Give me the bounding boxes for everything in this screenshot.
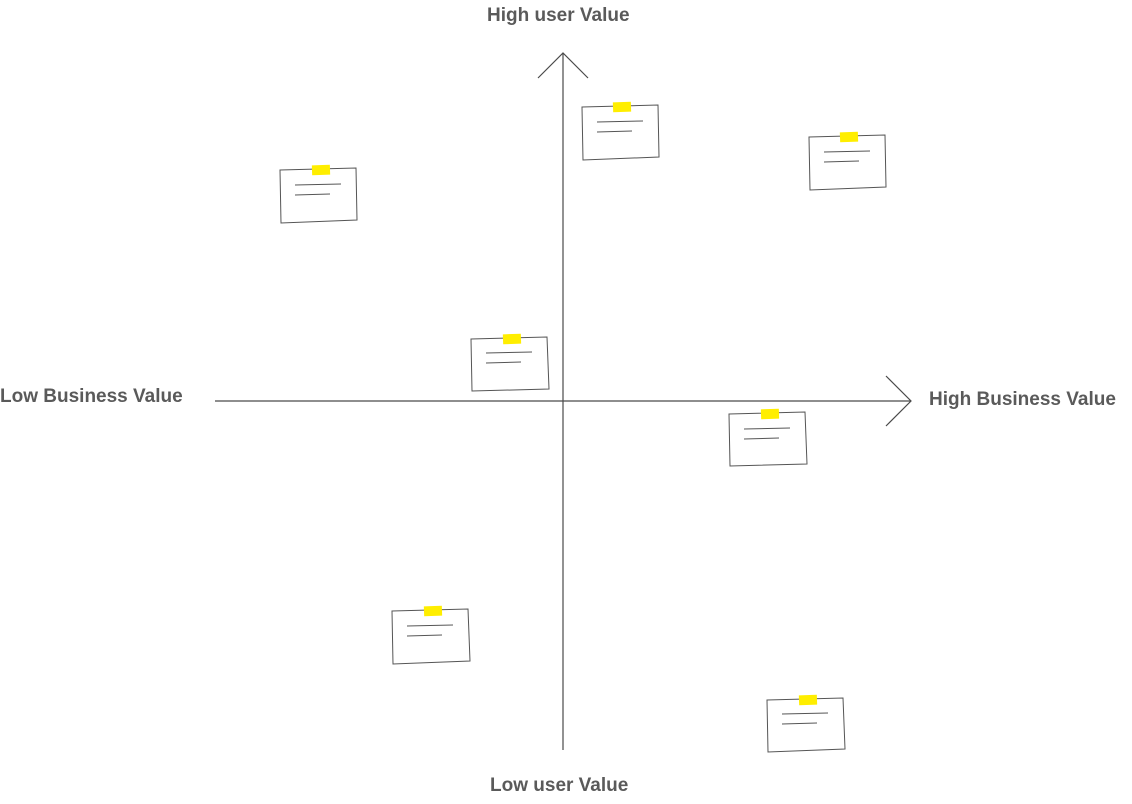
sticky-note[interactable]	[279, 164, 358, 224]
sticky-note[interactable]	[470, 333, 550, 392]
sticky-note[interactable]	[581, 101, 660, 161]
sticky-note[interactable]	[808, 131, 887, 191]
note-line	[743, 437, 780, 440]
note-line	[781, 722, 818, 725]
note-line	[485, 361, 522, 364]
note-card	[470, 336, 550, 392]
tape-strip	[612, 101, 632, 113]
axis-label-low-user-value: Low user Value	[490, 775, 629, 796]
sticky-note[interactable]	[391, 605, 471, 665]
note-line	[485, 351, 533, 354]
note-card	[728, 411, 808, 467]
note-card	[279, 167, 358, 224]
axis-label-low-business-value: Low Business Value	[0, 386, 183, 407]
note-line	[596, 120, 644, 123]
note-card	[391, 608, 471, 665]
axis-label-high-user-value: High user Value	[487, 5, 630, 26]
note-line	[294, 193, 331, 196]
note-card	[808, 134, 887, 191]
axis-label-high-business-value: High Business Value	[929, 389, 1116, 410]
sticky-note[interactable]	[766, 694, 846, 753]
note-line	[294, 183, 342, 186]
tape-strip	[839, 131, 859, 143]
note-line	[781, 712, 829, 715]
note-line	[743, 427, 791, 430]
note-line	[823, 150, 871, 153]
sticky-note[interactable]	[728, 408, 808, 467]
tape-strip	[423, 605, 443, 617]
tape-strip	[798, 694, 818, 706]
note-card	[581, 104, 660, 161]
horizontal-axis	[215, 375, 912, 427]
tape-strip	[760, 408, 780, 420]
tape-strip	[502, 333, 522, 345]
note-line	[406, 634, 443, 637]
note-line	[596, 130, 633, 133]
horizontal-axis-arrowhead	[885, 375, 912, 427]
note-card	[766, 697, 846, 753]
note-line	[823, 160, 860, 163]
note-line	[406, 624, 454, 627]
tape-strip	[311, 164, 331, 176]
vertical-axis-arrowhead	[537, 52, 589, 79]
